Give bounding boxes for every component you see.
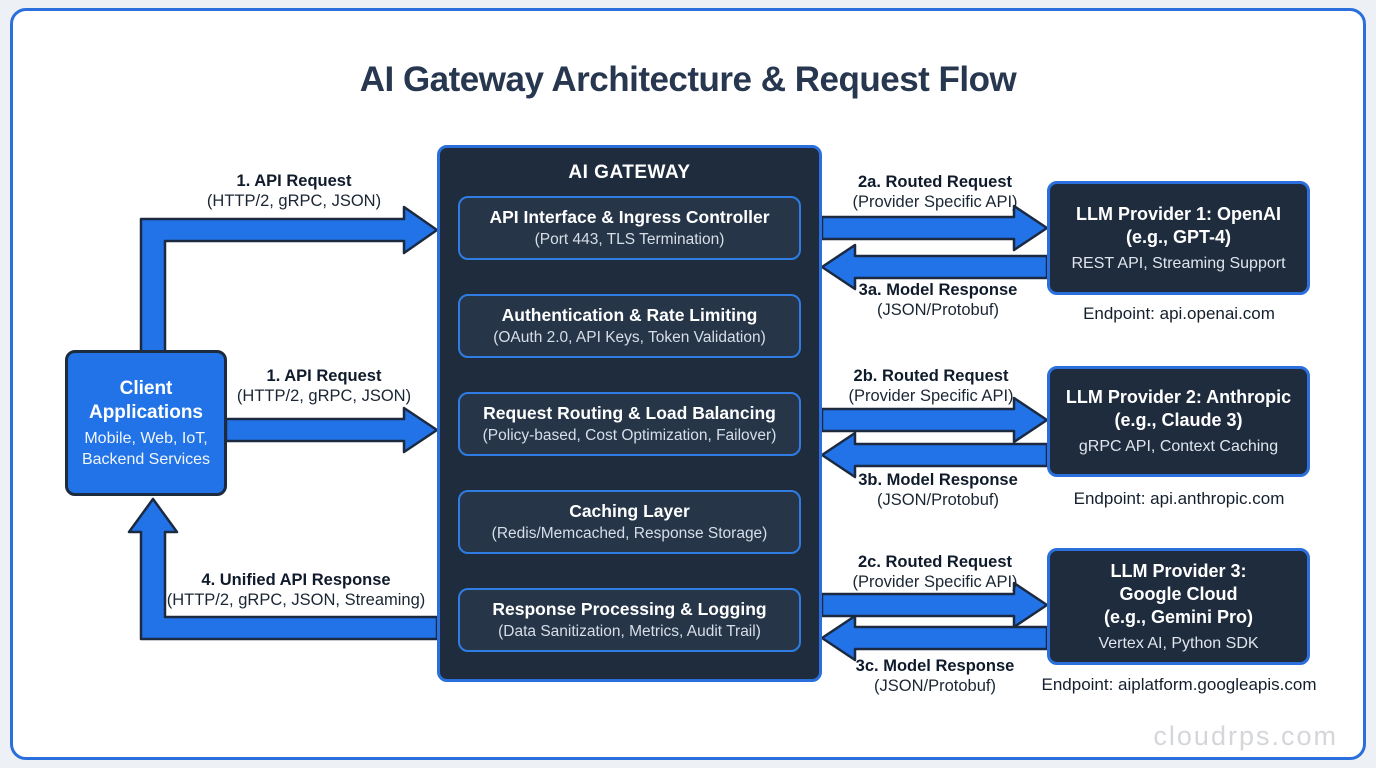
- flow-label-line2: (Provider Specific API): [848, 386, 1014, 405]
- client-subtitle: Mobile, Web, IoT, Backend Services: [81, 429, 211, 468]
- gateway-layer-response-processing: Response Processing & Logging (Data Sani…: [458, 588, 801, 652]
- layer-subtitle: (Port 443, TLS Termination): [534, 231, 725, 248]
- layer-title: Authentication & Rate Limiting: [501, 305, 758, 325]
- flow-label-line2: (Provider Specific API): [852, 572, 1018, 591]
- flow-label-line2: (Provider Specific API): [852, 192, 1018, 211]
- flow-label-line1: 1. API Request: [266, 367, 382, 385]
- llm-provider-openai-node: LLM Provider 1: OpenAI (e.g., GPT-4) RES…: [1047, 181, 1310, 295]
- llm-provider-anthropic-node: LLM Provider 2: Anthropic (e.g., Claude …: [1047, 366, 1310, 477]
- provider-title: LLM Provider 3: Google Cloud (e.g., Gemi…: [1103, 560, 1254, 627]
- client-title: Client Applications: [88, 377, 203, 423]
- flow-label-line1: 3c. Model Response: [855, 657, 1015, 675]
- flow-label-line2: (JSON/Protobuf): [874, 676, 996, 695]
- flow-label-routed-request-2b: 2b. Routed Request (Provider Specific AP…: [848, 367, 1013, 406]
- flow-label-routed-request-2a: 2a. Routed Request (Provider Specific AP…: [852, 173, 1017, 212]
- provider-subtitle: Vertex AI, Python SDK: [1098, 634, 1259, 652]
- provider-endpoint-anthropic: Endpoint: api.anthropic.com: [1073, 489, 1285, 508]
- page-title: AI Gateway Architecture & Request Flow: [359, 60, 1017, 99]
- flow-label-line2: (HTTP/2, gRPC, JSON): [236, 386, 412, 405]
- layer-title: Request Routing & Load Balancing: [483, 403, 776, 423]
- provider-subtitle: gRPC API, Context Caching: [1078, 438, 1279, 455]
- flow-label-line1: 4. Unified API Response: [201, 571, 391, 589]
- gateway-layer-routing: Request Routing & Load Balancing (Policy…: [458, 392, 801, 456]
- flow-label-line2: (HTTP/2, gRPC, JSON): [206, 191, 382, 210]
- flow-label-api-request-top: 1. API Request (HTTP/2, gRPC, JSON): [207, 172, 381, 211]
- provider-endpoint-openai: Endpoint: api.openai.com: [1083, 304, 1275, 323]
- watermark: cloudrps.com: [1153, 721, 1338, 751]
- provider-subtitle: REST API, Streaming Support: [1071, 254, 1286, 272]
- gateway-title: AI GATEWAY: [568, 162, 691, 183]
- llm-provider-google-node: LLM Provider 3: Google Cloud (e.g., Gemi…: [1047, 548, 1310, 665]
- provider-title: LLM Provider 2: Anthropic (e.g., Claude …: [1065, 387, 1292, 430]
- gateway-layer-api-interface: API Interface & Ingress Controller (Port…: [458, 196, 801, 260]
- flow-label-line2: (HTTP/2, gRPC, JSON, Streaming): [166, 590, 426, 609]
- layer-title: Response Processing & Logging: [492, 599, 767, 619]
- provider-title: LLM Provider 1: OpenAI (e.g., GPT-4): [1075, 203, 1282, 247]
- layer-subtitle: (Data Sanitization, Metrics, Audit Trail…: [498, 623, 761, 640]
- flow-label-line1: 3a. Model Response: [858, 281, 1018, 299]
- flow-label-model-response-3a: 3a. Model Response (JSON/Protobuf): [859, 281, 1018, 320]
- flow-label-unified-response-4: 4. Unified API Response (HTTP/2, gRPC, J…: [167, 571, 426, 610]
- flow-label-line1: 1. API Request: [236, 172, 352, 190]
- flow-label-line1: 2b. Routed Request: [853, 367, 1009, 385]
- gateway-layer-caching: Caching Layer (Redis/Memcached, Response…: [458, 490, 801, 554]
- layer-subtitle: (Redis/Memcached, Response Storage): [491, 525, 768, 542]
- layer-subtitle: (Policy-based, Cost Optimization, Failov…: [482, 427, 777, 444]
- flow-label-routed-request-2c: 2c. Routed Request (Provider Specific AP…: [852, 553, 1017, 592]
- flow-label-line2: (JSON/Protobuf): [877, 300, 999, 319]
- flow-label-model-response-3b: 3b. Model Response (JSON/Protobuf): [858, 471, 1018, 510]
- layer-title: Caching Layer: [569, 501, 690, 521]
- flow-label-model-response-3c: 3c. Model Response (JSON/Protobuf): [856, 657, 1015, 696]
- flow-label-api-request-mid: 1. API Request (HTTP/2, gRPC, JSON): [237, 367, 411, 406]
- layer-subtitle: (OAuth 2.0, API Keys, Token Validation): [493, 329, 766, 346]
- gateway-layer-authentication: Authentication & Rate Limiting (OAuth 2.…: [458, 294, 801, 358]
- flow-label-line2: (JSON/Protobuf): [877, 490, 999, 509]
- provider-endpoint-google: Endpoint: aiplatform.googleapis.com: [1041, 675, 1317, 694]
- layer-title: API Interface & Ingress Controller: [489, 207, 770, 227]
- ai-gateway-node: AI GATEWAY API Interface & Ingress Contr…: [437, 145, 822, 682]
- flow-label-line1: 3b. Model Response: [858, 471, 1018, 489]
- client-applications-node: Client Applications Mobile, Web, IoT, Ba…: [65, 350, 227, 496]
- flow-label-line1: 2c. Routed Request: [857, 553, 1013, 571]
- flow-label-line1: 2a. Routed Request: [857, 173, 1013, 191]
